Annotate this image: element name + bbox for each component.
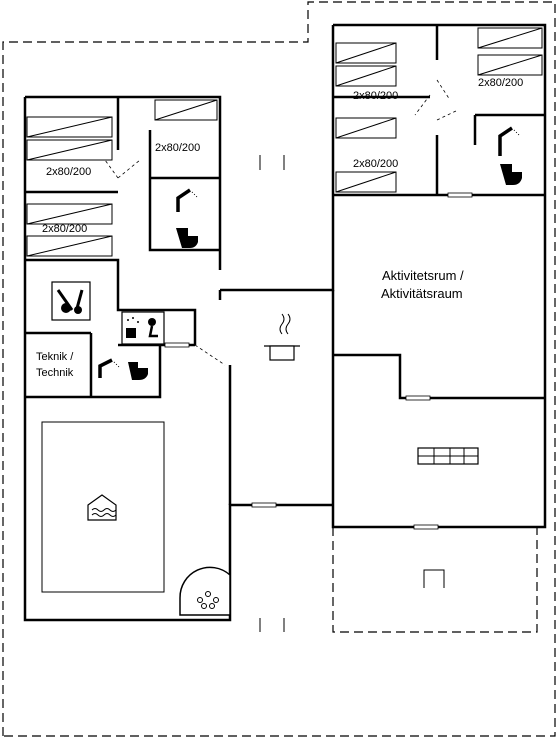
door-swings — [104, 79, 459, 366]
utility-icon — [51, 281, 91, 321]
beds-right — [335, 27, 543, 193]
toilet-icon — [500, 164, 522, 185]
cooking-pot-icon — [264, 313, 300, 361]
bed-label: 2x80/200 — [353, 90, 398, 102]
windows — [164, 155, 473, 632]
shower-icon — [176, 188, 199, 212]
toilet-icon — [176, 228, 198, 248]
pool-icon — [87, 494, 117, 521]
sofa-icon — [417, 447, 479, 465]
terrace-chair-icon — [423, 569, 445, 588]
sauna-icon — [121, 311, 165, 345]
shower-icon — [498, 126, 521, 156]
activity-room-label: Aktivitetsrum / — [382, 268, 464, 283]
bed-label: 2x80/200 — [42, 223, 87, 235]
toilet-icon — [128, 362, 148, 380]
shower-icon — [98, 358, 121, 378]
bed-label: 2x80/200 — [353, 158, 398, 170]
pool — [41, 421, 165, 593]
beds-left — [26, 99, 218, 257]
house-walls — [23, 23, 547, 622]
bed-label: 2x80/200 — [46, 166, 91, 178]
bed-label: 2x80/200 — [478, 77, 523, 89]
activity-room-label: Aktivitätsraum — [381, 286, 463, 301]
terrace — [332, 527, 538, 633]
technik-label: Technik — [36, 367, 74, 379]
whirlpool-icon — [179, 566, 231, 616]
technik-label: Teknik / — [36, 351, 74, 363]
bed-label: 2x80/200 — [155, 142, 200, 154]
inner-walls — [25, 25, 545, 505]
